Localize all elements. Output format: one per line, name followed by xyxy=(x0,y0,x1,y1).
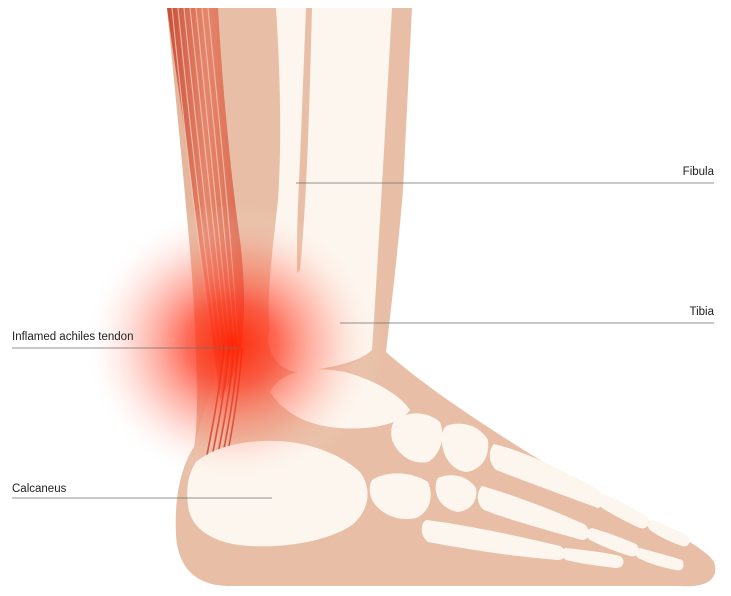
inflamed-achilles-tendon-label: Inflamed achiles tendon xyxy=(12,331,133,344)
calcaneus-label: Calcaneus xyxy=(12,483,66,496)
tibia-label: Tibia xyxy=(690,306,715,319)
fibula-label: Fibula xyxy=(683,166,714,179)
inflammation-glow xyxy=(82,204,382,484)
